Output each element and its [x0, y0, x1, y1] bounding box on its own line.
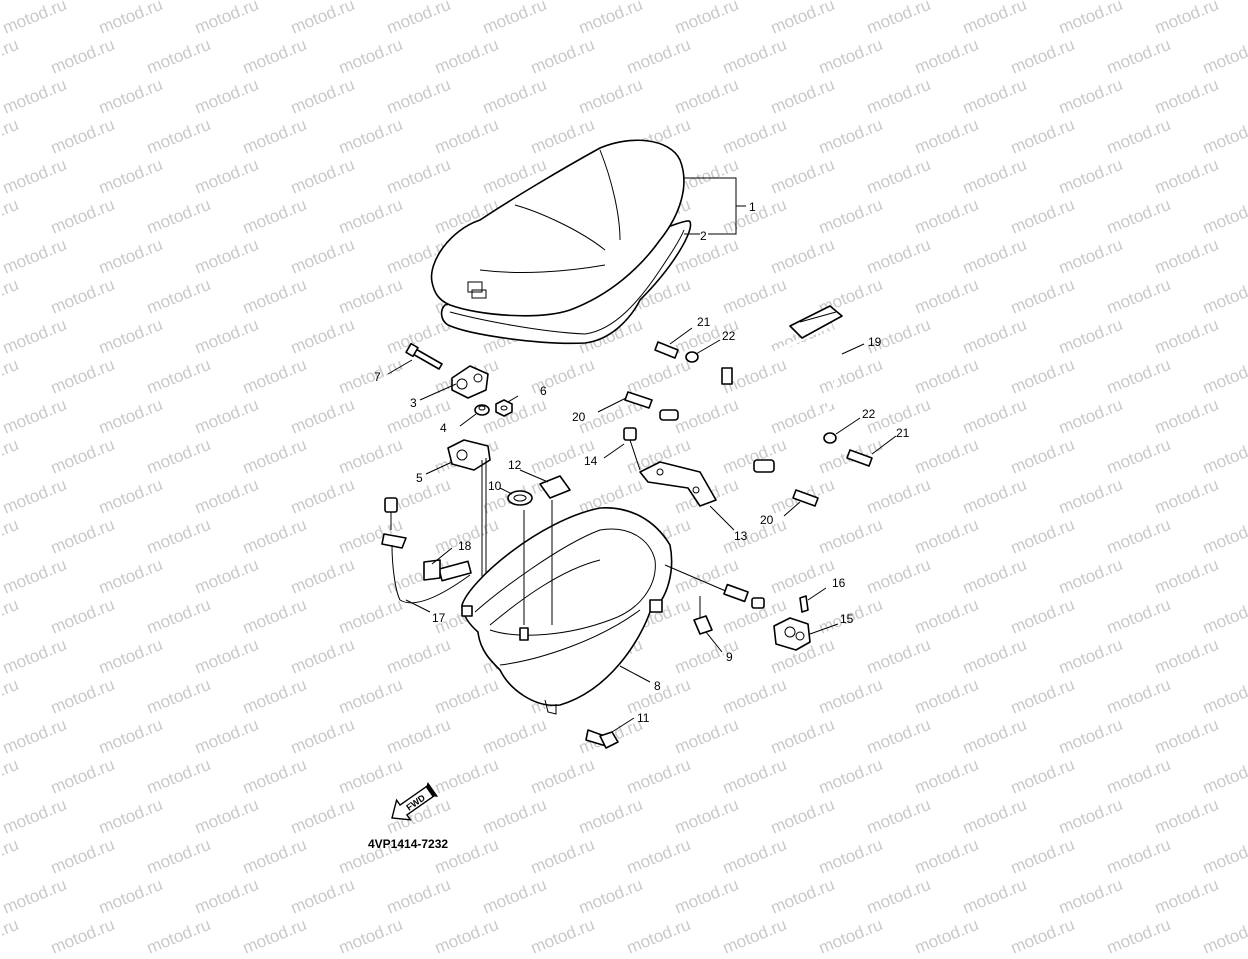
grommet	[507, 490, 533, 506]
callout-12: 12	[508, 458, 522, 472]
callout-20-top: 20	[572, 410, 586, 424]
seat-assembly	[430, 139, 692, 345]
callout-15: 15	[840, 612, 854, 626]
callout-22-bottom: 22	[862, 407, 876, 421]
callout-17: 17	[432, 611, 446, 625]
seat-lock-cable	[381, 497, 765, 609]
callout-1: 1	[749, 200, 756, 214]
callout-20-bottom: 20	[760, 513, 774, 527]
forward-direction-arrow: FWD	[391, 781, 439, 821]
callout-3: 3	[410, 396, 417, 410]
seat-lock	[773, 595, 811, 651]
callout-21-top: 21	[697, 315, 711, 329]
callout-11: 11	[637, 711, 650, 725]
callout-5: 5	[416, 471, 423, 485]
exploded-parts-diagram: 1 2 3 4 5 6 7 8 9 10 11 12 13 14 15 16 1…	[368, 139, 910, 851]
callout-19: 19	[868, 335, 882, 349]
leader-lines	[387, 177, 897, 733]
hinge-parts	[405, 342, 513, 620]
callout-8: 8	[654, 679, 661, 693]
callout-7: 7	[374, 370, 381, 384]
bracket	[623, 427, 717, 507]
callout-16: 16	[832, 576, 846, 590]
clip	[693, 615, 713, 635]
callout-9: 9	[726, 650, 733, 664]
label-plate	[539, 475, 571, 499]
callout-4: 4	[440, 421, 447, 435]
callout-21-bottom: 21	[896, 426, 910, 440]
callout-18: 18	[458, 539, 472, 553]
rear-carrier	[624, 305, 873, 507]
callout-14: 14	[584, 454, 598, 468]
callout-13: 13	[734, 529, 748, 543]
storage-box	[461, 507, 673, 715]
diagram-code: 4VP1414-7232	[368, 837, 448, 851]
callout-2: 2	[700, 229, 707, 243]
callout-6: 6	[540, 384, 547, 398]
callout-labels: 1 2 3 4 5 6 7 8 9 10 11 12 13 14 15 16 1…	[374, 200, 910, 725]
callout-10: 10	[488, 479, 502, 493]
callout-22-top: 22	[722, 329, 736, 343]
